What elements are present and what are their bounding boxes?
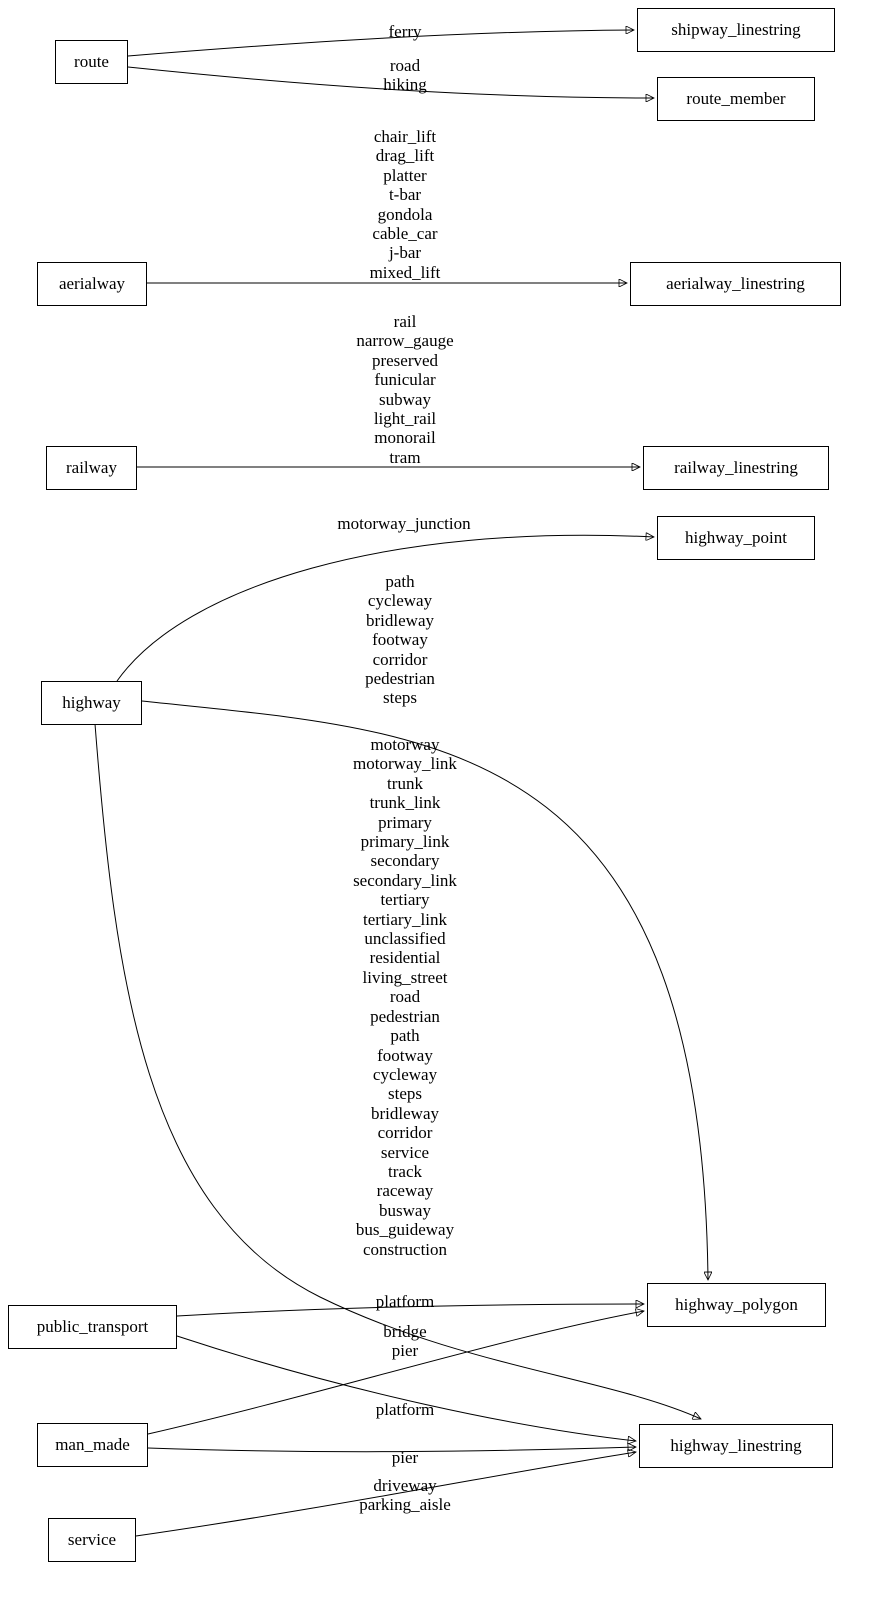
edge-route-shipway_linestring xyxy=(127,30,634,57)
node-aerialway_linestring-label: aerialway_linestring xyxy=(666,274,805,293)
edge-label-aerialway-aerialway_linestring: chair_lift drag_lift platter t-bar gondo… xyxy=(369,127,441,282)
node-highway_point-label: highway_point xyxy=(685,528,787,547)
edge-label-highway-highway_point: motorway_junction xyxy=(337,514,471,533)
edge-label-man_made-highway_linestring: pier xyxy=(391,1448,419,1467)
edge-label-route-shipway_linestring: ferry xyxy=(388,22,422,41)
node-public_transport-label: public_transport xyxy=(36,1317,149,1336)
node-aerialway: aerialway xyxy=(37,262,147,306)
node-shipway_linestring: shipway_linestring xyxy=(637,8,835,52)
edge-label-man_made-highway_polygon: bridge pier xyxy=(383,1322,427,1361)
node-railway_linestring-label: railway_linestring xyxy=(674,458,798,477)
node-route_member-label: route_member xyxy=(686,89,786,108)
node-shipway_linestring-label: shipway_linestring xyxy=(671,20,801,39)
node-service-label: service xyxy=(67,1530,117,1549)
node-route: route xyxy=(55,40,128,84)
edge-label-route-route_member: road hiking xyxy=(383,56,427,95)
edge-label-railway-railway_linestring: rail narrow_gauge preserved funicular su… xyxy=(356,312,454,467)
node-service: service xyxy=(48,1518,136,1562)
node-highway_polygon-label: highway_polygon xyxy=(675,1295,798,1314)
edge-label-public_transport-highway_polygon: platform xyxy=(375,1292,435,1311)
node-highway_linestring-label: highway_linestring xyxy=(670,1436,802,1455)
node-route-label: route xyxy=(74,52,109,71)
node-railway: railway xyxy=(46,446,137,490)
edge-label-highway-highway_polygon: path cycleway bridleway footway corridor… xyxy=(365,572,435,708)
node-man_made-label: man_made xyxy=(55,1435,130,1454)
edge-label-public_transport-highway_linestring: platform xyxy=(375,1400,435,1419)
node-highway_polygon: highway_polygon xyxy=(647,1283,826,1327)
node-railway_linestring: railway_linestring xyxy=(643,446,829,490)
node-highway-label: highway xyxy=(62,693,121,712)
node-route_member: route_member xyxy=(657,77,815,121)
node-highway: highway xyxy=(41,681,142,725)
node-aerialway_linestring: aerialway_linestring xyxy=(630,262,841,306)
node-railway-label: railway xyxy=(66,458,117,477)
node-public_transport: public_transport xyxy=(8,1305,177,1349)
edge-label-highway-highway_linestring: motorway motorway_link trunk trunk_link … xyxy=(353,735,457,1259)
edge-label-service-highway_linestring: driveway parking_aisle xyxy=(359,1476,451,1515)
node-highway_linestring: highway_linestring xyxy=(639,1424,833,1468)
node-highway_point: highway_point xyxy=(657,516,815,560)
node-man_made: man_made xyxy=(37,1423,148,1467)
node-aerialway-label: aerialway xyxy=(58,274,126,293)
